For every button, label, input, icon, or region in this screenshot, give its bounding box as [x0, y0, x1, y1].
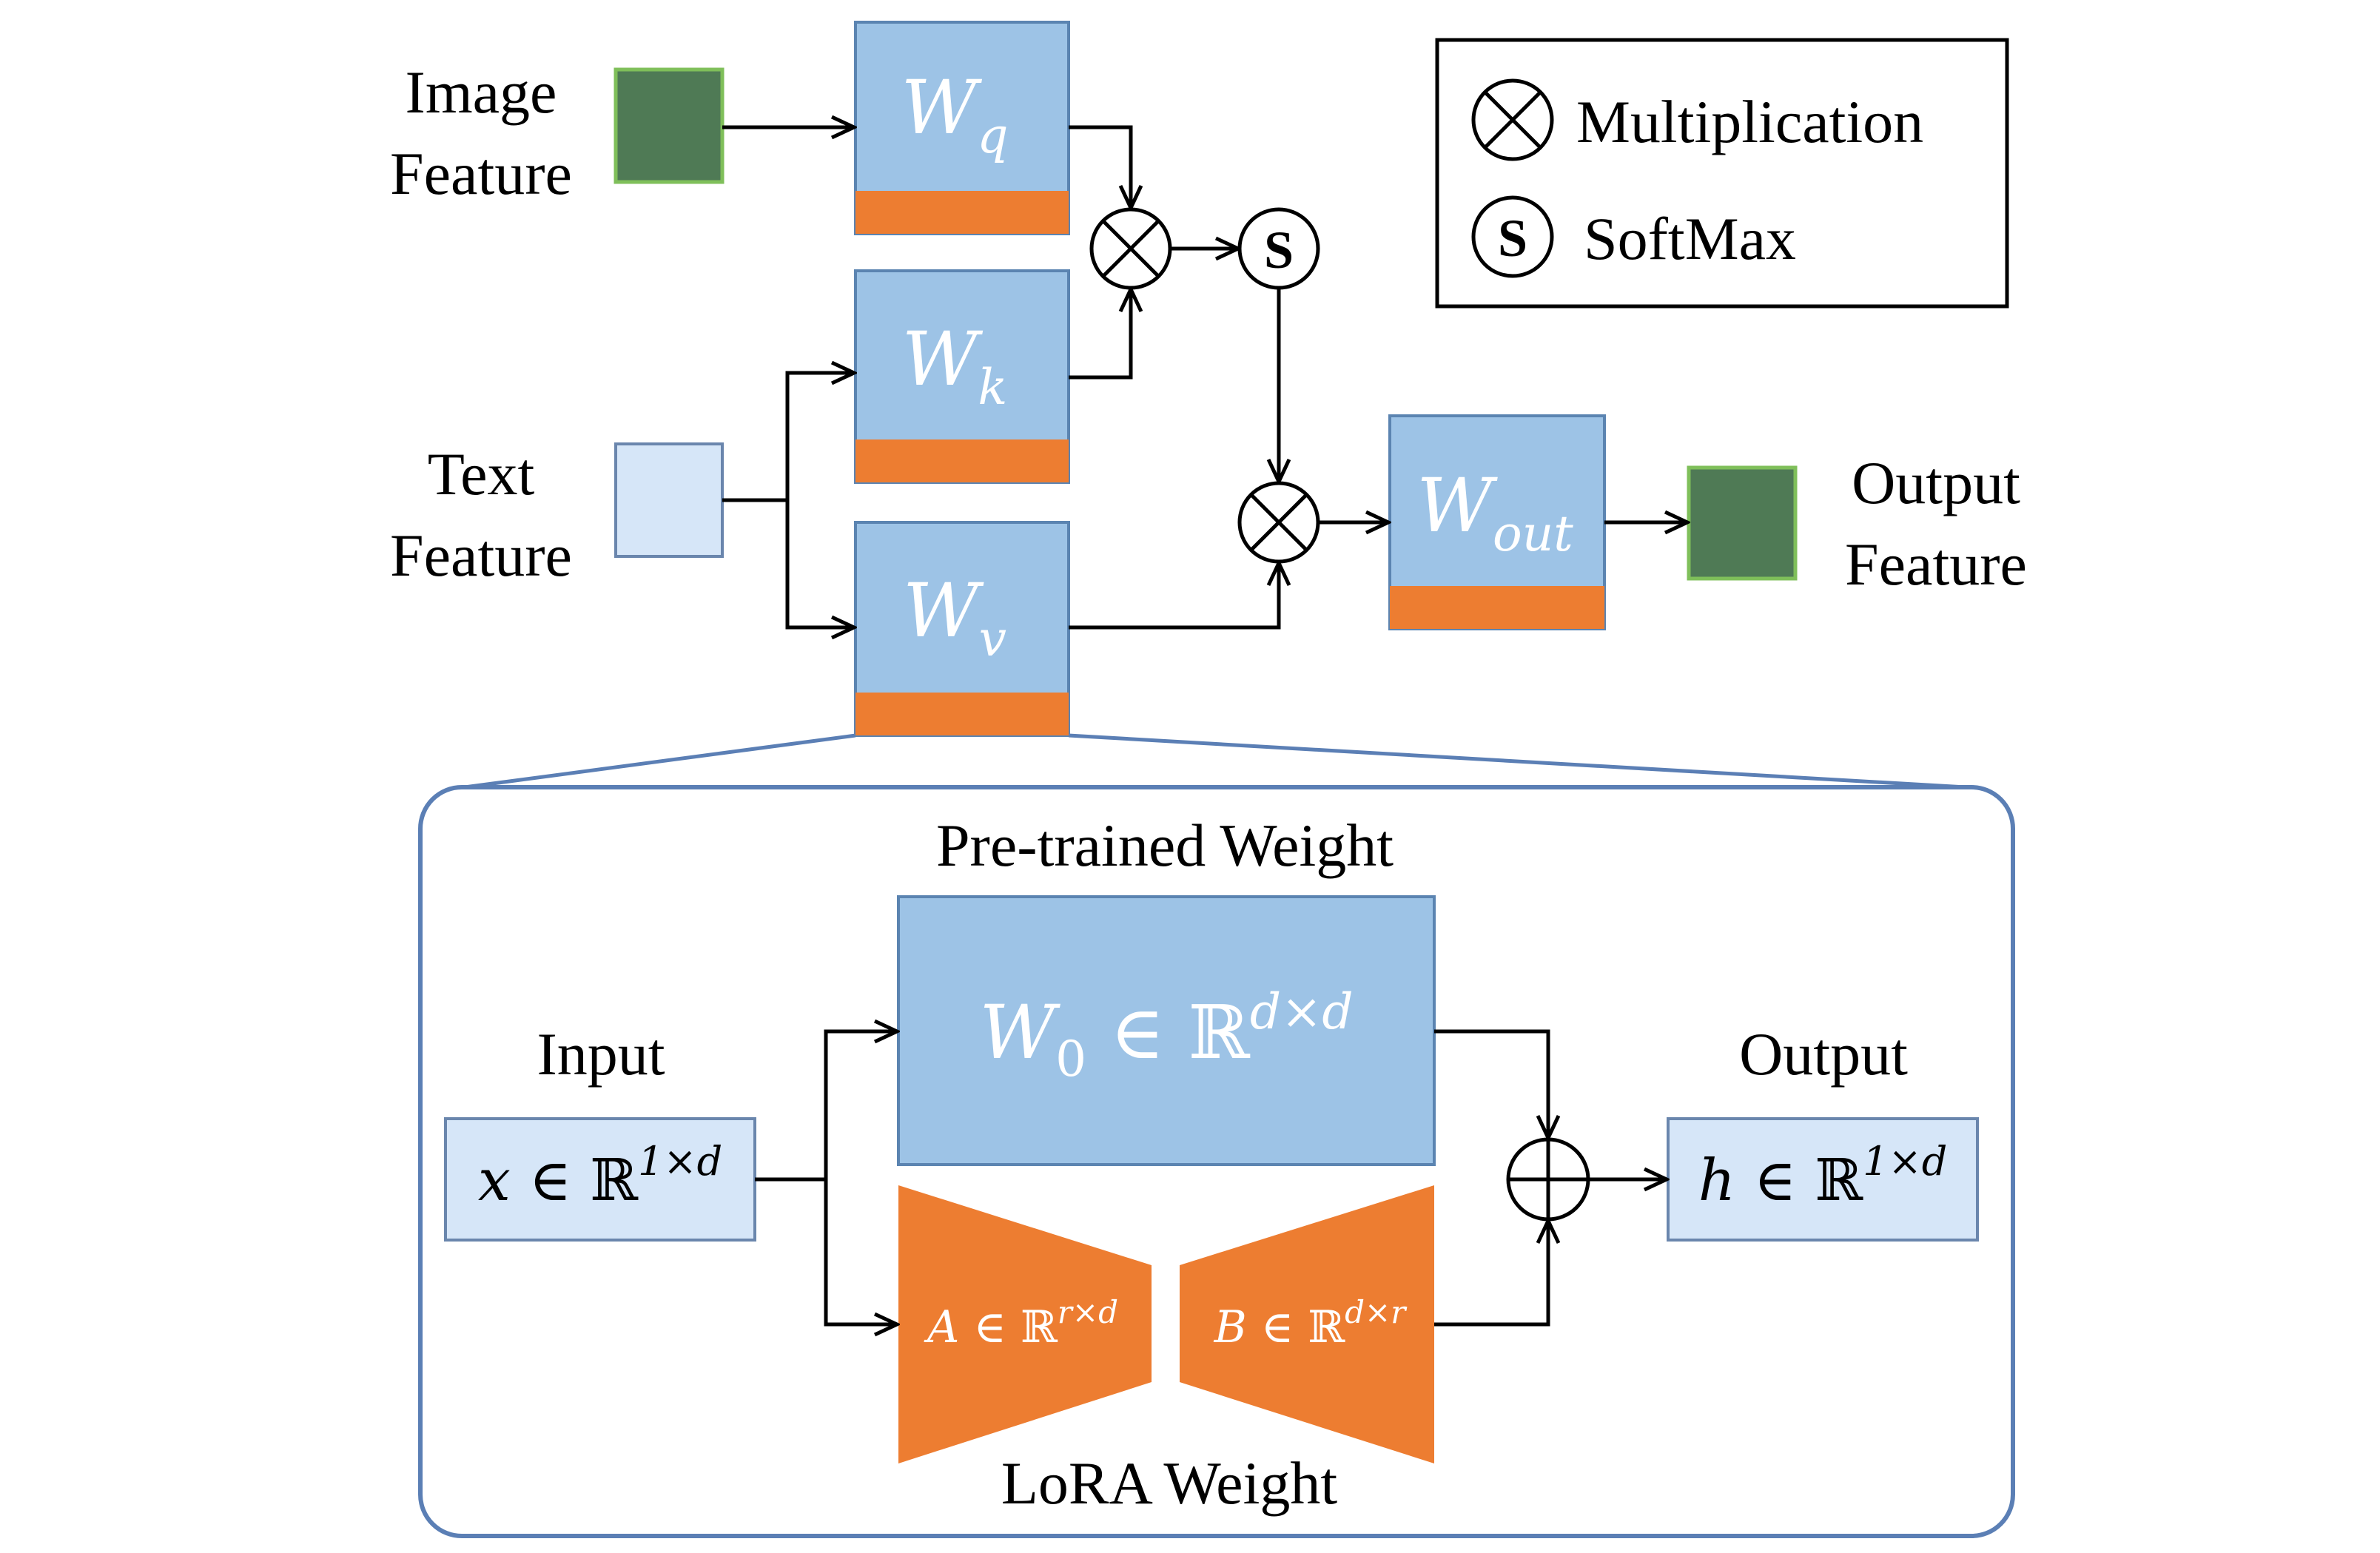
output-feature-block: [1687, 465, 1798, 581]
wk-weight-block: Wk: [854, 269, 1070, 484]
svg-text:Wk: Wk: [902, 316, 1008, 416]
pretrained-weight-title: Pre-trained Weight: [936, 812, 1394, 879]
svg-text:S: S: [1264, 220, 1294, 280]
lora-wires: [755, 1031, 1667, 1324]
zoom-line-right: [1068, 733, 1966, 789]
image-feature-label-line2: Feature: [390, 140, 572, 207]
text-feature-block: [614, 442, 724, 558]
wq-weight-block: Wq: [854, 21, 1070, 235]
output-feature-label-line1: Output: [1852, 449, 2020, 516]
zoom-line-left: [464, 733, 856, 789]
svg-text:Wv: Wv: [903, 567, 1006, 667]
legend-softmax-icon: S: [1471, 195, 1554, 278]
top-wires: [722, 127, 1687, 627]
legend-softmax-label: SoftMax: [1584, 205, 1796, 272]
addition-node: [1506, 1137, 1590, 1222]
lora-matrix-b: B ∈ ℝd×r: [1180, 1185, 1434, 1463]
input-title: Input: [537, 1020, 665, 1088]
output-title: Output: [1739, 1020, 1908, 1088]
output-block: h ∈ ℝ1×d: [1667, 1117, 1979, 1242]
text-feature-label-line2: Feature: [390, 522, 572, 589]
lora-weight-title: LoRA Weight: [1001, 1449, 1338, 1517]
wout-weight-block: Wout: [1388, 414, 1606, 630]
svg-text:x ∈ ℝ1×d: x ∈ ℝ1×d: [478, 1138, 722, 1214]
output-feature-label-line2: Feature: [1845, 530, 2027, 598]
svg-text:Wq: Wq: [901, 64, 1008, 164]
input-block: x ∈ ℝ1×d: [444, 1117, 756, 1242]
legend-multiplication-icon: [1471, 78, 1554, 161]
pretrained-weight-block: W0 ∈ ℝd×d: [897, 895, 1436, 1166]
svg-text:W0 ∈ ℝd×d: W0 ∈ ℝd×d: [979, 983, 1353, 1088]
svg-text:Wout: Wout: [1416, 462, 1573, 562]
legend: Multiplication S SoftMax: [1435, 38, 2009, 309]
svg-text:S: S: [1498, 209, 1527, 268]
svg-text:h ∈ ℝ1×d: h ∈ ℝ1×d: [1698, 1138, 1948, 1214]
svg-text:B ∈ ℝd×r: B ∈ ℝd×r: [1214, 1294, 1408, 1353]
image-feature-label-line1: Image: [406, 58, 557, 126]
image-feature-block: [614, 67, 725, 184]
multiplication-node-v: [1237, 481, 1320, 564]
multiplication-node-qk: [1089, 207, 1172, 290]
legend-multiplication-label: Multiplication: [1576, 88, 1923, 155]
lora-matrix-a: A ∈ ℝr×d: [898, 1185, 1152, 1463]
wv-weight-block: Wv: [854, 521, 1070, 737]
softmax-node: S: [1237, 207, 1320, 290]
svg-text:A ∈ ℝr×d: A ∈ ℝr×d: [924, 1294, 1118, 1353]
text-feature-label-line1: Text: [428, 440, 535, 508]
